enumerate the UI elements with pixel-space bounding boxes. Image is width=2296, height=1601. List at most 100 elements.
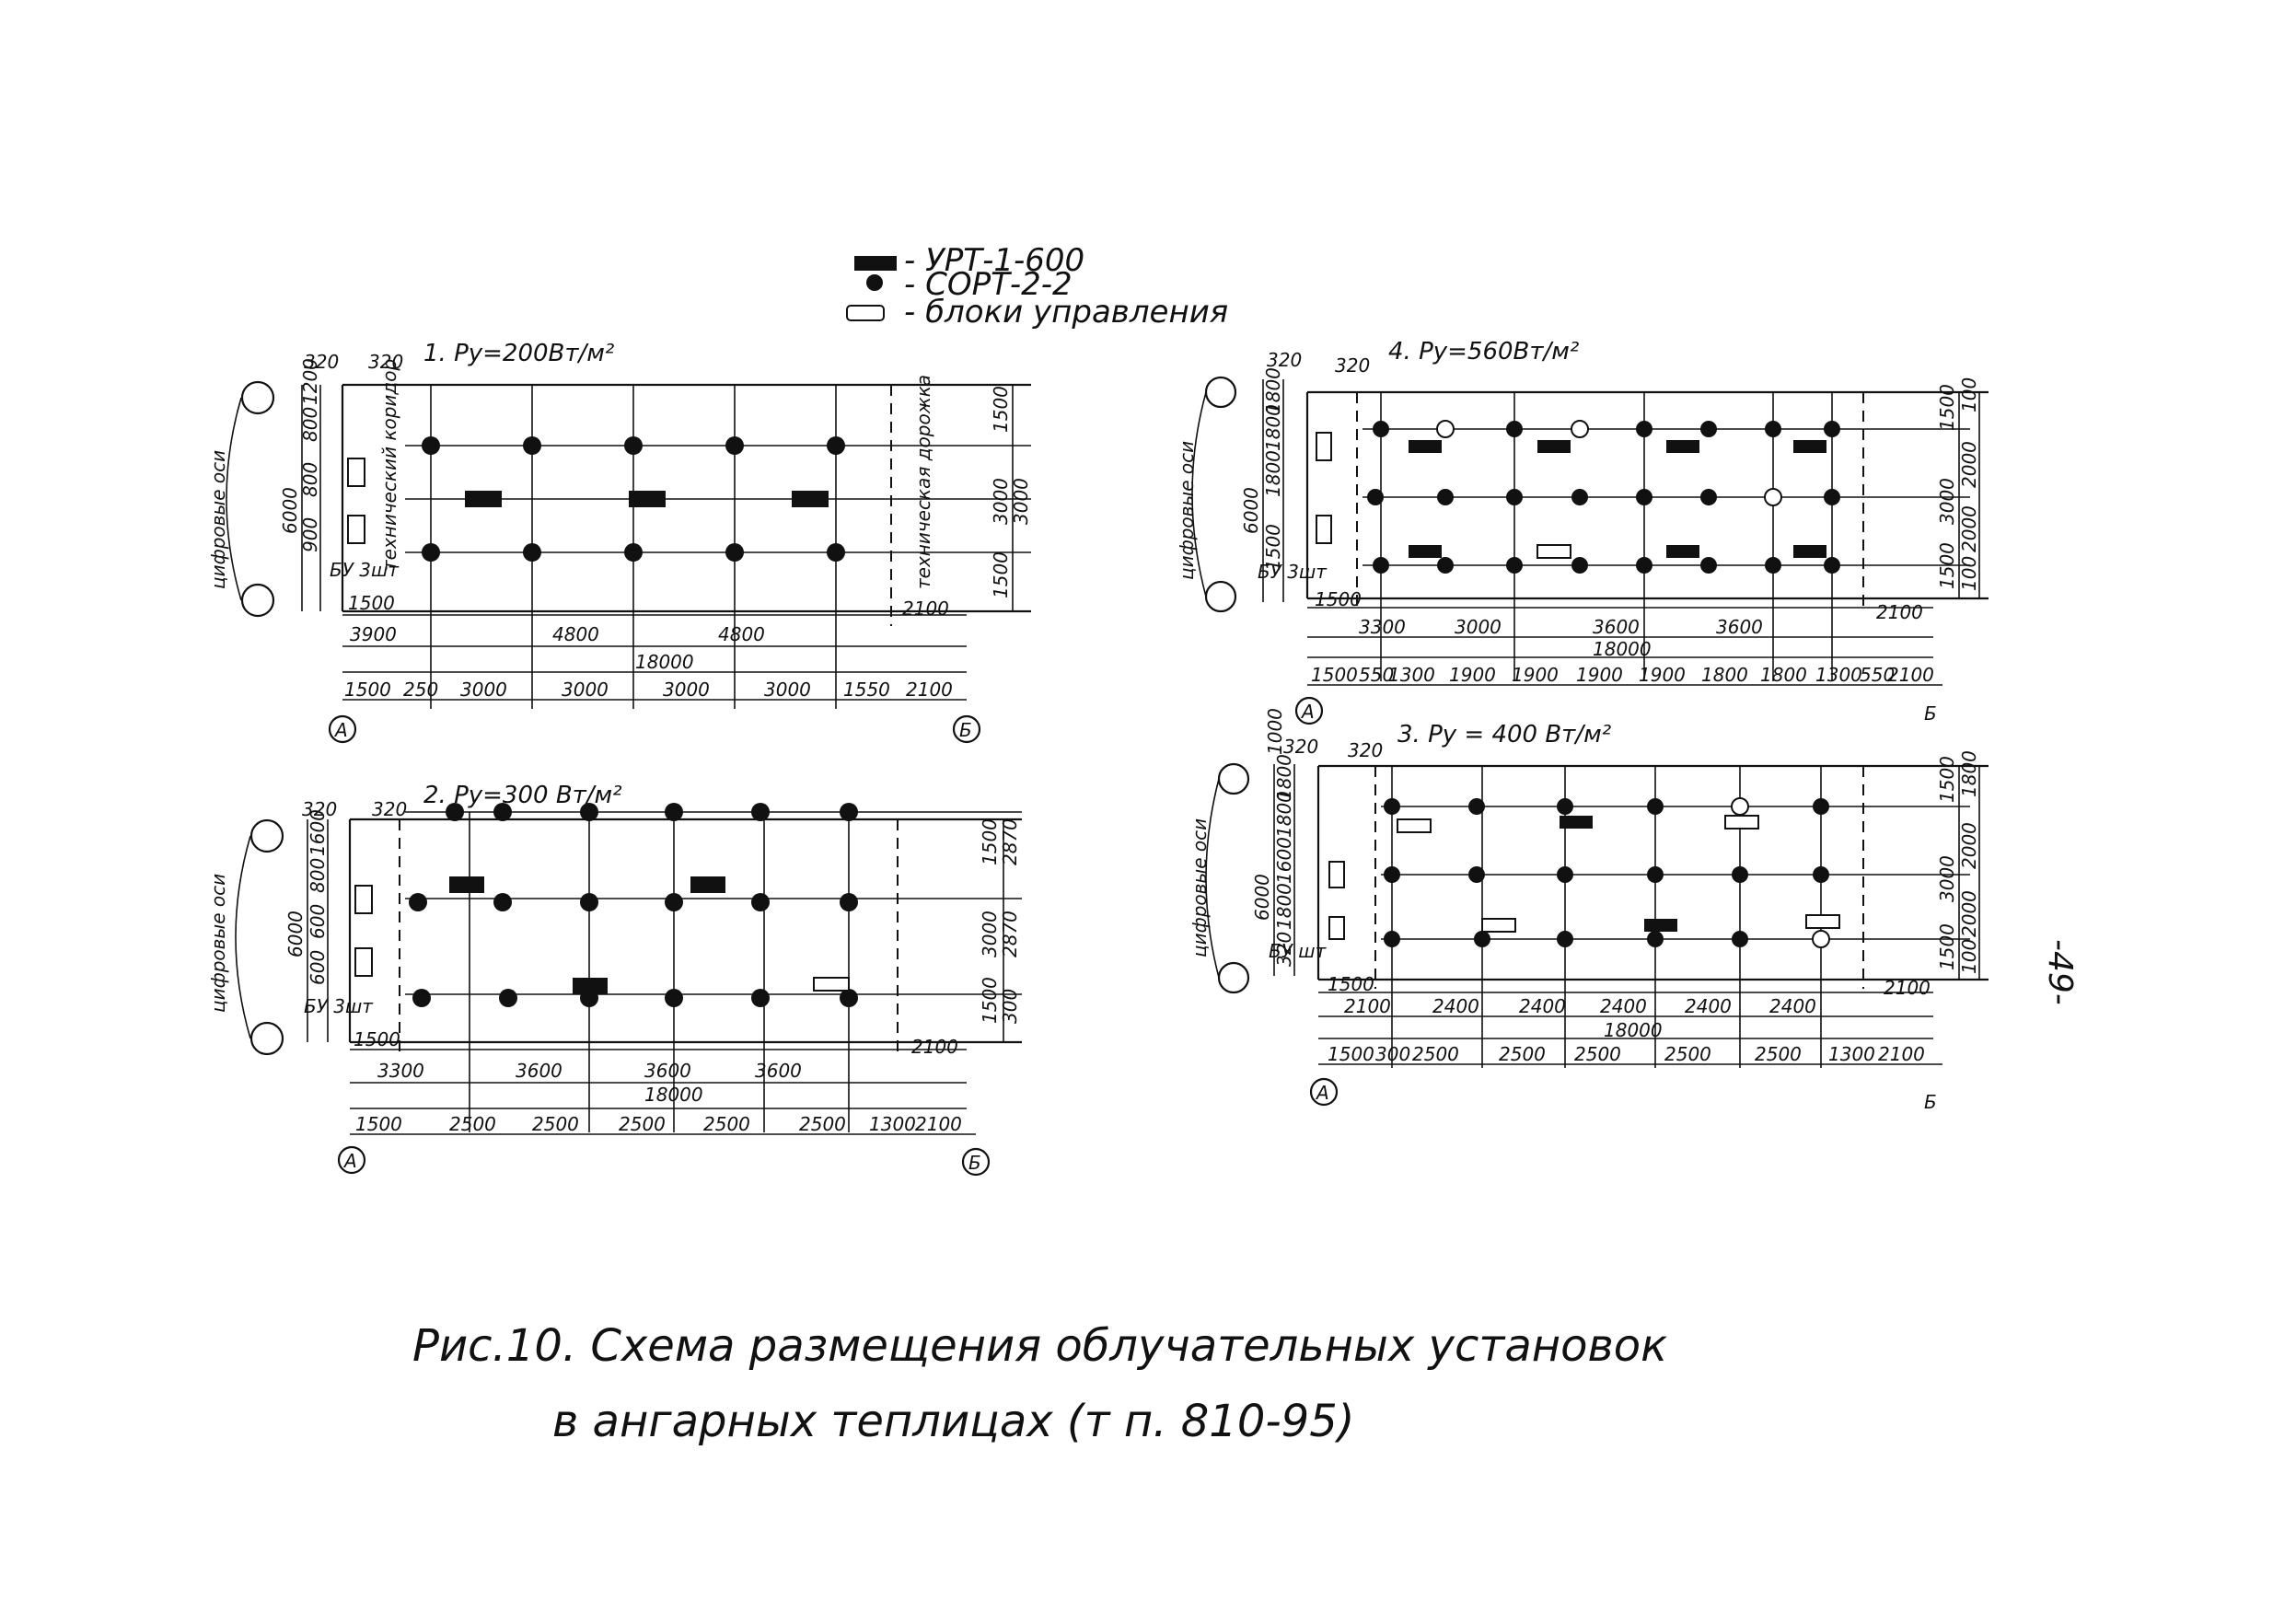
urt-lamp bbox=[1724, 815, 1759, 830]
sort-lamp bbox=[1636, 557, 1652, 574]
plan-1-right-dim-3: 1500 bbox=[990, 551, 1012, 598]
plan-3-right-dim-0: 1500 bbox=[1936, 756, 1958, 803]
sort-lamp bbox=[499, 989, 517, 1007]
plan-3-row1-4: 2400 bbox=[1600, 995, 1647, 1017]
plan-4-row1-1: 3300 bbox=[1359, 616, 1406, 638]
sort-lamp bbox=[725, 543, 744, 562]
sort-lamp bbox=[1824, 557, 1840, 574]
sort-lamp bbox=[624, 543, 643, 562]
plan-2-row2-7: 2100 bbox=[915, 1113, 962, 1135]
plan-1-left-dim-0: 6000 bbox=[279, 487, 301, 534]
plan-2-axis-circle-top bbox=[249, 818, 284, 853]
plan-4-left-dim-4: 1800 bbox=[1262, 367, 1284, 414]
plan-3-axis-b: Б bbox=[1924, 1091, 1937, 1113]
plan-2-left-dim-1: 600 bbox=[307, 950, 329, 985]
plan-1-left-dim-3: 800 bbox=[299, 407, 321, 442]
sort-lamp bbox=[751, 893, 770, 911]
plan-1-row1-2: 4800 bbox=[552, 623, 599, 645]
sort-lamp bbox=[665, 803, 683, 821]
plan-4-row2-1: 550 bbox=[1359, 664, 1394, 686]
plan-2-axis-b-marker bbox=[961, 1147, 991, 1177]
urt-lamp bbox=[1397, 818, 1432, 833]
legend-sort-label: - СОРТ-2-2 bbox=[904, 266, 1073, 303]
sort-lamp bbox=[1571, 489, 1588, 505]
plan-1: 1. Ру=200Вт/м² цифровые оси 6000 900 800… bbox=[207, 340, 1032, 744]
plan-4-row2-6: 1900 bbox=[1639, 664, 1686, 686]
legend-blocks-label: - блоки управления bbox=[904, 294, 1228, 331]
sort-lamp bbox=[1468, 798, 1485, 815]
plan-3-row2-2: 2500 bbox=[1412, 1043, 1459, 1065]
plan-2: 2. Ру=300 Вт/м² цифровые оси 6000 600 60… bbox=[207, 782, 1022, 1177]
plan-3-top-dim-2: 320 bbox=[1348, 739, 1383, 761]
sort-lamp bbox=[412, 989, 431, 1007]
urt-lamp bbox=[1409, 545, 1442, 558]
plan-4-row2-5: 1900 bbox=[1576, 664, 1623, 686]
plan-3-left-dim-5: 1800 bbox=[1273, 754, 1295, 801]
plan-3-left-dim-3: 1600 bbox=[1273, 837, 1295, 884]
plan-4-row2-8: 1800 bbox=[1760, 664, 1807, 686]
plan-4-axis-b: Б bbox=[1924, 702, 1937, 725]
sort-lamp bbox=[840, 893, 858, 911]
sort-lamp bbox=[1557, 866, 1573, 883]
plan-3-top-dim-1: 320 bbox=[1283, 736, 1318, 758]
plan-3-row1-6: 2400 bbox=[1769, 995, 1816, 1017]
plan-4-control-block bbox=[1316, 515, 1332, 544]
plan-3-row1-1: 2100 bbox=[1344, 995, 1391, 1017]
sort-lamp bbox=[665, 893, 683, 911]
plan-3-right-dim-2: 1500 bbox=[1936, 923, 1958, 970]
sort-lamp bbox=[580, 803, 598, 821]
caption-line-1: Рис.10. Схема размещения облучательных у… bbox=[412, 1320, 1667, 1372]
plan-2-row2-1: 2500 bbox=[449, 1113, 496, 1135]
plan-3-axis-circle-bottom bbox=[1217, 961, 1250, 994]
sort-lamp bbox=[1506, 421, 1523, 437]
plan-4-right-dim-1: 3000 bbox=[1936, 478, 1958, 525]
sort-lamp bbox=[1557, 798, 1573, 815]
plan-4-right-dim-4: 2000 bbox=[1958, 441, 1980, 488]
sort-lamp bbox=[1700, 557, 1717, 574]
sort-lamp bbox=[580, 893, 598, 911]
plan-3-right-dim-6: 100 bbox=[1958, 939, 1980, 974]
plan-4-row1-0: 1500 bbox=[1315, 588, 1362, 610]
sort-lamp bbox=[1824, 489, 1840, 505]
sort-lamp bbox=[1824, 421, 1840, 437]
sort-lamp bbox=[725, 436, 744, 455]
plan-2-right-dim-5: 300 bbox=[999, 989, 1021, 1024]
plan-4-left-dim-1: 1500 bbox=[1262, 524, 1284, 571]
sort-lamp bbox=[1636, 489, 1652, 505]
plan-4-right-dim-3: 100 bbox=[1958, 377, 1980, 412]
sort-lamp bbox=[624, 436, 643, 455]
plan-2-axes-label: цифровые оси bbox=[207, 874, 229, 1013]
plan-1-control-block bbox=[347, 515, 365, 544]
sort-lamp bbox=[1571, 557, 1588, 574]
legend-urt-label: - УРТ-1-600 bbox=[904, 242, 1084, 279]
plan-2-top-dim-0: 320 bbox=[302, 798, 337, 820]
plan-1-left-dim-4: 1200 bbox=[299, 358, 321, 405]
plan-1-corridor-right: техническая дорожка bbox=[912, 375, 934, 589]
plan-4-row2-9: 1300 bbox=[1815, 664, 1862, 686]
plan-1-right-dim-1: 3000 bbox=[990, 478, 1012, 525]
plan-4-row2-7: 1800 bbox=[1701, 664, 1748, 686]
plan-1-row1-1: 3900 bbox=[350, 623, 397, 645]
sort-lamp bbox=[840, 803, 858, 821]
sort-lamp bbox=[1468, 866, 1485, 883]
sort-lamp bbox=[1700, 421, 1717, 437]
plan-1-row2-3: 3000 bbox=[562, 679, 609, 701]
legend: - УРТ-1-600 - СОРТ-2-2 - блоки управлени… bbox=[846, 242, 1228, 331]
plan-2-row1-4: 3600 bbox=[755, 1060, 802, 1082]
legend-sort-symbol bbox=[866, 274, 883, 291]
urt-lamp bbox=[465, 491, 502, 507]
sort-lamp bbox=[1557, 931, 1573, 947]
plan-3-row1-5: 2400 bbox=[1685, 995, 1732, 1017]
sort-lamp bbox=[1373, 557, 1389, 574]
plan-1-row1-0: 1500 bbox=[348, 592, 395, 614]
plan-1-total: 18000 bbox=[635, 651, 694, 673]
plan-4-axis-circle-top bbox=[1204, 376, 1237, 409]
plan-3-right-dim-5: 2000 bbox=[1958, 890, 1980, 937]
sort-lamp bbox=[751, 803, 770, 821]
plan-4-left-dim-2: 1800 bbox=[1262, 450, 1284, 497]
plan-4-right-dim-5: 2000 bbox=[1958, 505, 1980, 552]
plan-3-row2-7: 1300 bbox=[1828, 1043, 1875, 1065]
plan-4-row1-3: 3600 bbox=[1593, 616, 1640, 638]
plan-4-axis-a: А bbox=[1300, 701, 1315, 723]
